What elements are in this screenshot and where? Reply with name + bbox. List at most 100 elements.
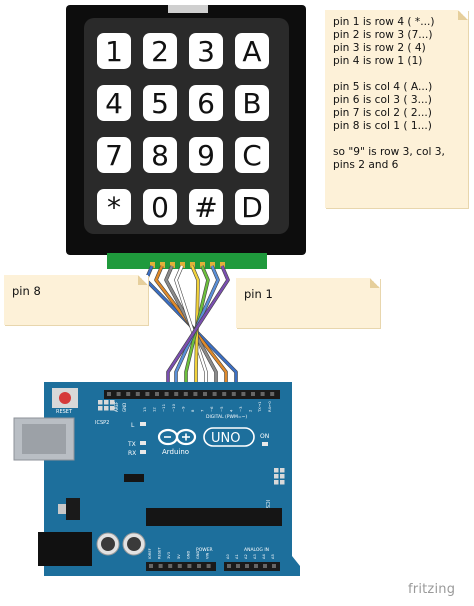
header-hole (197, 564, 201, 568)
pin8-label: pin 8 (12, 284, 41, 298)
header-hole (174, 392, 179, 396)
header-hole (227, 564, 231, 568)
connector-pad (200, 262, 205, 268)
connector-pad (190, 262, 195, 268)
keypad-key: 0 (143, 189, 177, 225)
wires (144, 265, 238, 392)
keypad-key: 6 (189, 85, 223, 121)
arduino-brand-label: Arduino (162, 448, 189, 456)
analog-pin-label: A1 (235, 554, 239, 559)
header-hole (236, 564, 240, 568)
connector-pads (150, 262, 225, 268)
header-hole (158, 564, 163, 568)
header-hole (245, 564, 249, 568)
power-jack (38, 532, 92, 566)
header-hole (168, 564, 173, 568)
keypad-key: 2 (143, 33, 177, 69)
keypad-key-label: 1 (105, 35, 123, 68)
power-pin-label: VIN (206, 552, 210, 559)
digital-pin-label: ~10 (171, 403, 176, 412)
icsp-pin (274, 468, 279, 473)
led-l (140, 422, 146, 426)
uno-label: UNO (211, 431, 240, 446)
icsp-pin (280, 480, 285, 485)
keypad-face (84, 18, 289, 234)
icsp2-pin (104, 406, 109, 411)
header-hole (126, 392, 131, 396)
tx-label: TX (127, 441, 136, 448)
keypad-key-label: D (241, 191, 263, 224)
digital-pin-label: ~5 (219, 406, 224, 412)
voltage-regulator (66, 498, 80, 520)
keypad-key: B (235, 85, 269, 121)
icsp-header (274, 468, 285, 485)
icsp-label: ICSP (264, 500, 270, 511)
capacitor-2-top (127, 537, 141, 551)
connector-pad (180, 262, 185, 268)
power-pin-label: 3V3 (167, 552, 171, 559)
led-tx (140, 441, 146, 445)
keypad-key-label: 6 (197, 87, 215, 120)
header-hole (270, 392, 275, 396)
keypad-key-label: 0 (151, 191, 169, 224)
digital-pin-label: 12 (152, 407, 157, 412)
keypad-key: 8 (143, 137, 177, 173)
crystal (124, 474, 144, 482)
header-hole (212, 392, 217, 396)
pin8-note: pin 8 (4, 275, 148, 325)
header-hole (183, 392, 188, 396)
led-l-label: L (131, 422, 135, 429)
header-hole (241, 392, 246, 396)
pin1-label: pin 1 (244, 287, 273, 301)
keypad-key-label: # (194, 191, 217, 224)
led-on (262, 442, 268, 446)
analog-pin-label: A5 (271, 554, 275, 559)
power-pin-label: RESET (158, 547, 162, 559)
connector-pad (210, 262, 215, 268)
header-hole (203, 392, 207, 396)
keypad-key: 9 (189, 137, 223, 173)
header-hole (135, 392, 140, 396)
aref-label: AREF (114, 401, 119, 412)
keypad-key: * (97, 189, 131, 225)
pin-map-note: pin 1 is row 4 ( *...)pin 2 is row 3 (7.… (325, 10, 468, 208)
pin-map-spacer (333, 68, 468, 81)
pin-map-line: pin 6 is col 3 ( 3...) (333, 94, 432, 106)
power-pin-label: IOREF (148, 548, 152, 559)
pin-map-line: so "9" is row 3, col 3, (333, 146, 445, 158)
keypad-key: D (235, 189, 269, 225)
digital-pin-label: 4 (228, 409, 233, 412)
digital-pin-label: TX→1 (257, 401, 262, 413)
pin-map-line: pin 2 is row 3 (7...) (333, 29, 433, 41)
header-hole (177, 564, 182, 568)
analog-pin-label: A2 (244, 554, 248, 559)
header-hole (231, 392, 236, 396)
header-hole (145, 392, 150, 396)
keypad-key-label: C (242, 139, 262, 172)
digital-pin-label: RX←0 (267, 401, 272, 412)
led-rx (140, 450, 146, 454)
gnd-label: GND (122, 403, 127, 412)
header-hole (107, 392, 111, 396)
keypad-key-label: 8 (151, 139, 169, 172)
icsp-pin (274, 480, 279, 485)
reset-button-cap (59, 392, 71, 404)
microcontroller-chip (146, 508, 282, 526)
analog-pin-label: A0 (226, 554, 230, 559)
pin-map-line: pin 8 is col 1 ( 1...) (333, 120, 432, 132)
header-hole (155, 392, 159, 396)
connector-pad (160, 262, 165, 268)
header-hole (263, 564, 267, 568)
digital-pin-label: ~9 (180, 406, 185, 412)
keypad-key-label: 5 (151, 87, 169, 120)
keypad-key-label: A (242, 35, 261, 68)
icsp2-pin (98, 400, 103, 405)
keypad-key-label: 3 (197, 35, 215, 68)
icsp-pin (280, 468, 285, 473)
keypad-key-label: 7 (105, 139, 123, 172)
header-hole (272, 564, 276, 568)
connector-pad (150, 262, 155, 268)
analog-pin-label: A3 (253, 554, 257, 559)
